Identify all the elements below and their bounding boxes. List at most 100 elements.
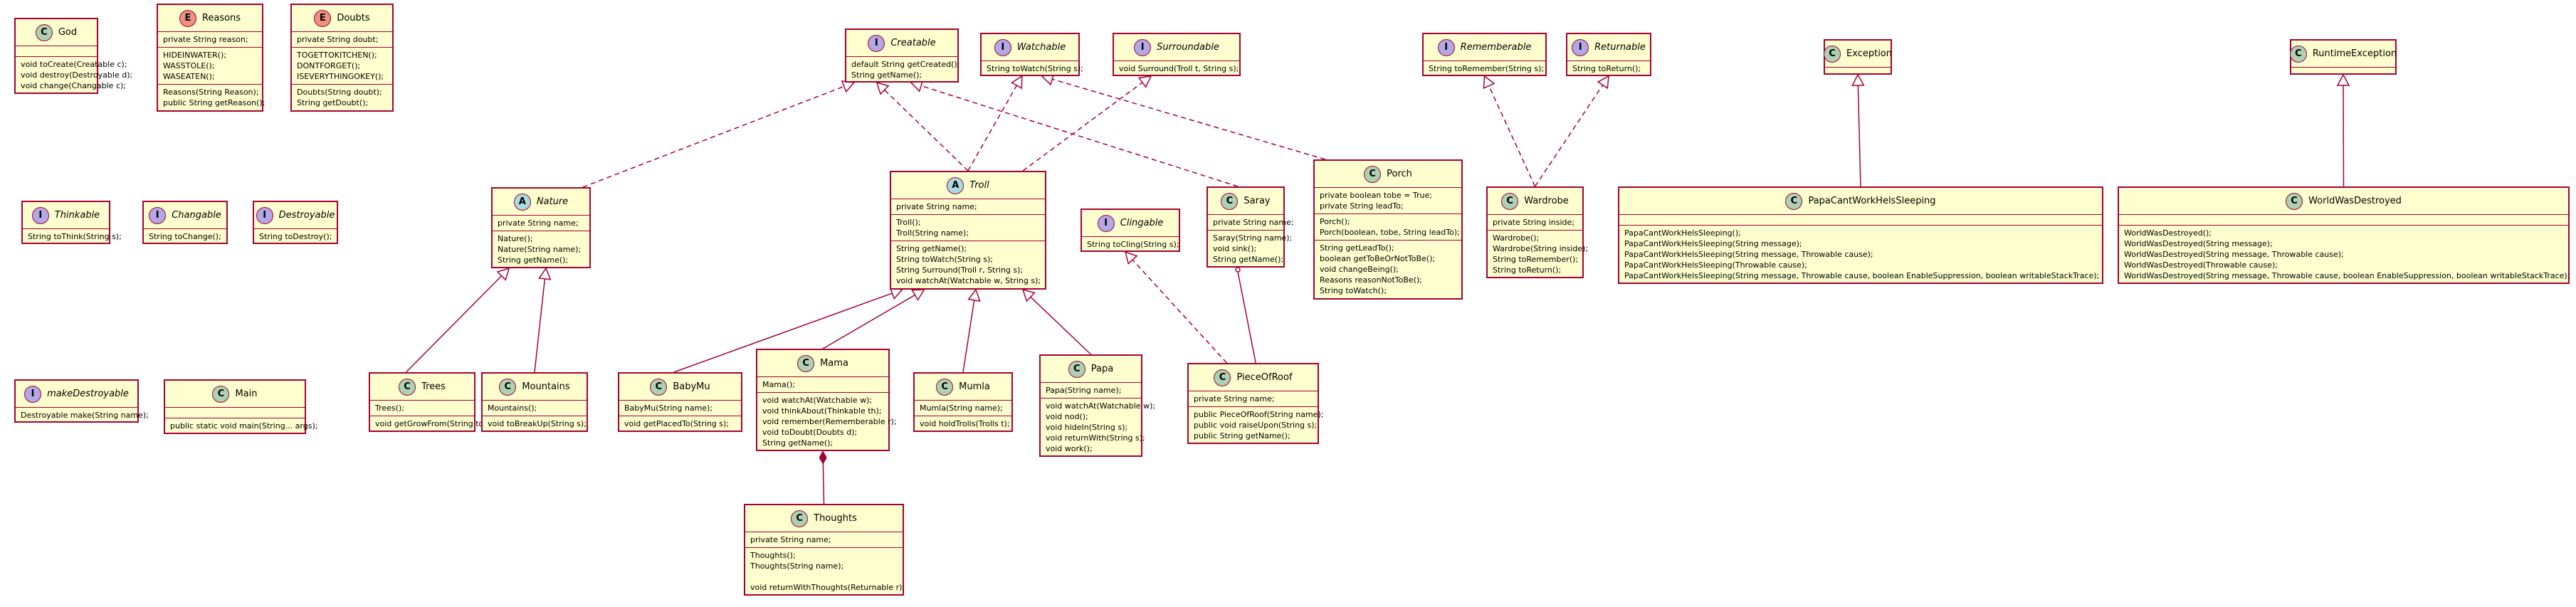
member-line: String toCling(String s);: [1087, 240, 1179, 249]
class-name: Thoughts: [814, 513, 857, 524]
member-line: Mountains();: [488, 403, 537, 413]
stereotype-badge-icon: C: [212, 385, 230, 403]
class-section: void watchAt(Watchable w);void nod();voi…: [1041, 398, 1155, 456]
class-name: Clingable: [1120, 218, 1164, 228]
class-section: private String inside;: [1488, 215, 1582, 231]
member-line: void holdTrolls(Trolls t);: [920, 419, 1010, 428]
class-section: void watchAt(Watchable w);void thinkAbou…: [757, 393, 897, 450]
class-name: Mama: [820, 358, 848, 369]
member-line: PapaCantWorkHelsSleeping();: [1624, 228, 1741, 238]
member-line: Thoughts(String name);: [750, 561, 844, 571]
class-name: PapaCantWorkHelsSleeping: [1808, 196, 1936, 206]
member-line: String getName();: [851, 70, 922, 80]
class-section: String toThink(String s);: [23, 229, 122, 244]
class-section: private String name;: [493, 216, 589, 231]
member-line: PapaCantWorkHelsSleeping(Throwable cause…: [1624, 260, 1807, 270]
class-name: WorldWasDestroyed: [2308, 196, 2402, 206]
member-line: Destroyable make(String name);: [21, 411, 149, 420]
class-section: String toRemember(String s);: [1424, 61, 1545, 76]
stereotype-badge-icon: E: [314, 9, 332, 27]
stereotype-badge-icon: A: [947, 176, 964, 194]
class-name: Surroundable: [1157, 42, 1219, 53]
realization-nature-creatable-line: [582, 85, 845, 188]
class-section: HIDEINWATER();WASSTOLE();WASEATEN();: [158, 48, 262, 85]
class-section: private String doubt;: [292, 32, 392, 48]
member-line: Papa(String name);: [1046, 386, 1122, 395]
member-line: private String doubt;: [297, 35, 379, 44]
member-line: String getLeadTo();: [1320, 243, 1394, 253]
class-name: Wardrobe: [1524, 196, 1569, 206]
generalization-papa-troll-line: [1030, 296, 1092, 355]
class-section: void getPlacedTo(String s);: [619, 416, 741, 431]
member-line: TOGETTOKITCHEN();: [297, 51, 377, 60]
member-line: void toDoubt(Doubts d);: [762, 428, 858, 437]
member-line: private String name;: [750, 535, 831, 544]
realization-troll-creatable-arrowhead: [876, 81, 890, 95]
member-line: String toRemember(String s);: [1429, 64, 1545, 73]
generalization-mumla-troll-arrowhead: [967, 288, 981, 302]
realization-nature-creatable-arrowhead: [841, 80, 856, 93]
class-header: I Surroundable: [1114, 34, 1239, 61]
class-section: void holdTrolls(Trolls t);: [915, 416, 1011, 431]
class-name: Nature: [536, 196, 569, 207]
generalization-mama-troll-line: [822, 294, 915, 349]
member-line: WASSTOLE();: [163, 61, 215, 70]
stereotype-badge-icon: I: [1134, 38, 1152, 56]
member-line: Mama();: [762, 380, 795, 389]
member-line: String Surround(Troll r, String s);: [896, 265, 1024, 275]
class-name: Troll: [969, 180, 989, 191]
class-name: God: [58, 27, 78, 38]
class-name: Destroyable: [278, 210, 335, 221]
mama-thoughts-composition-diamond: [819, 450, 827, 465]
generalization-mama-troll-arrowhead: [911, 289, 925, 301]
class-name: Watchable: [1016, 42, 1066, 53]
class-section: Thoughts();Thoughts(String name);void re…: [745, 548, 905, 595]
member-line: private String name;: [1194, 394, 1275, 403]
generalization-babymu-troll-line: [673, 292, 893, 373]
member-line: private String name;: [498, 218, 579, 228]
class-section: PapaCantWorkHelsSleeping(); PapaCantWorkH…: [1619, 226, 2102, 283]
stereotype-badge-icon: C: [1824, 45, 1841, 63]
class-name: Main: [235, 389, 258, 399]
member-line: void work();: [1046, 444, 1093, 453]
association-saray-pieceofroof-circle: [1235, 267, 1241, 273]
stereotype-badge-icon: C: [35, 23, 53, 41]
class-name: PieceOfRoof: [1236, 372, 1293, 383]
realization-pieceofroof-clingable-line: [1132, 259, 1228, 364]
member-line: String toWatch(String s);: [987, 64, 1083, 73]
stereotype-badge-icon: C: [1501, 192, 1519, 210]
generalization-mountains-nature-arrowhead: [538, 267, 552, 280]
member-line: Trees();: [375, 403, 404, 413]
class-section: Nature();Nature(String name);String getN…: [493, 231, 589, 268]
class-section: [16, 46, 97, 57]
member-line: WASEATEN();: [163, 72, 215, 81]
class-name: Porch: [1387, 169, 1412, 179]
generalization-mountains-nature-line: [534, 278, 546, 373]
member-line: private String leadTo;: [1320, 201, 1404, 211]
member-line: Reasons(String Reason);: [163, 88, 259, 97]
member-line: WorldWasDestroyed();: [2124, 228, 2212, 238]
member-line: Nature();: [498, 234, 533, 243]
member-line: void remember(Rememberable r);: [762, 417, 897, 426]
realization-pieceofroof-clingable-arrowhead: [1124, 250, 1138, 265]
member-line: Porch(boolean, tobe, String leadTo);: [1320, 228, 1460, 237]
member-line: void thinkAbout(Thinkable th);: [762, 406, 882, 416]
class-name: Thinkable: [54, 210, 100, 221]
class-name: Creatable: [890, 38, 936, 48]
